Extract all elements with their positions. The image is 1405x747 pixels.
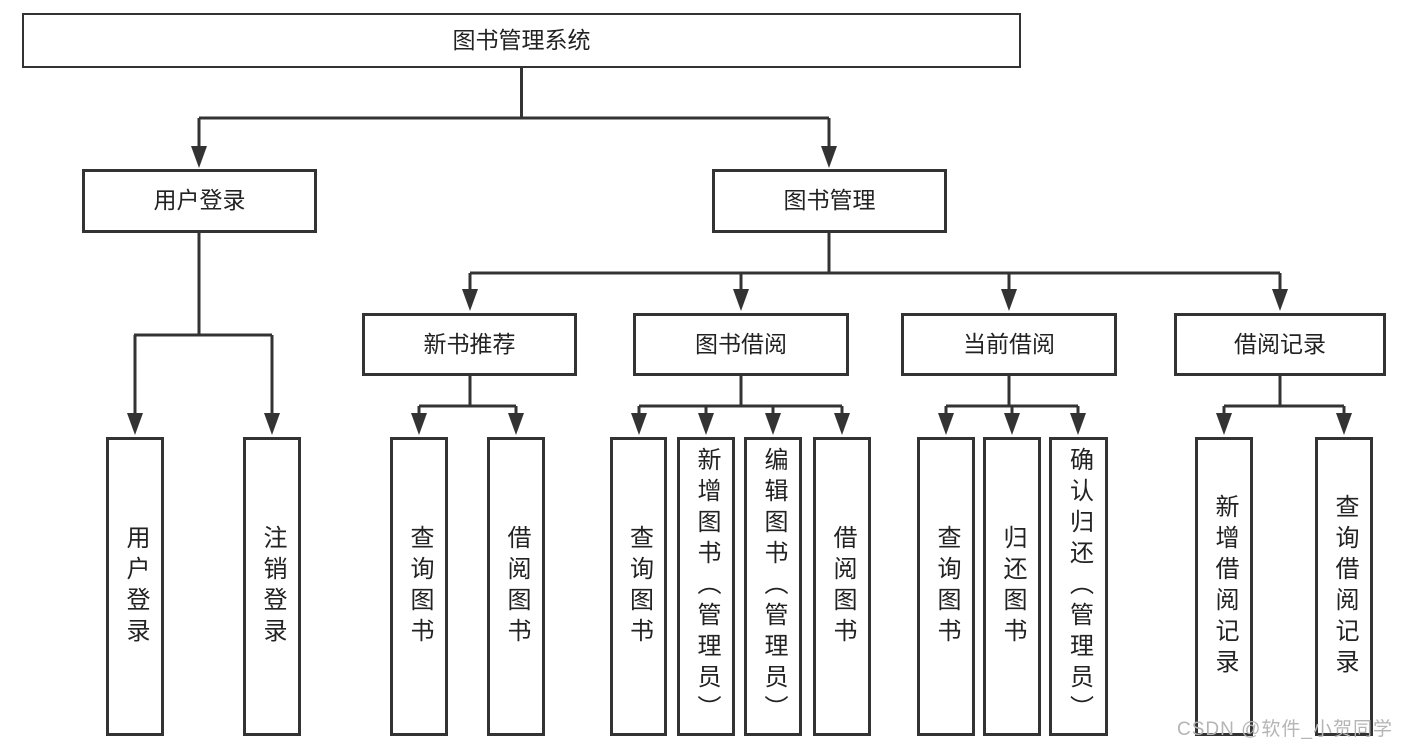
leaf-user-login: 用户登录 [106, 437, 164, 736]
leaf-borrowing-borrow-books: 借阅图书 [813, 437, 871, 736]
leaf-records-query-borrow-record: 查询借阅记录 [1315, 437, 1373, 736]
leaf-borrowing-edit-books-admin: 编辑图书（管理员） [744, 437, 802, 736]
watermark: CSDN @软件_小贺同学 [1177, 719, 1393, 740]
leaf-recommend-borrow-books: 借阅图书 [487, 437, 545, 736]
node-new-book-recommend: 新书推荐 [362, 313, 577, 376]
leaf-logout: 注销登录 [243, 437, 301, 736]
node-book-management: 图书管理 [712, 169, 947, 233]
node-current-borrowing: 当前借阅 [901, 313, 1117, 376]
arrowheads [127, 146, 1352, 435]
connector-rails [133, 68, 1346, 415]
leaf-current-query-books: 查询图书 [917, 437, 975, 736]
leaf-current-return-books: 归还图书 [983, 437, 1041, 736]
node-user-login: 用户登录 [82, 169, 317, 233]
leaf-borrowing-query-books: 查询图书 [610, 437, 667, 736]
node-book-borrowing: 图书借阅 [633, 313, 849, 376]
leaf-current-confirm-return-admin: 确认归还（管理员） [1049, 437, 1108, 736]
leaf-borrowing-add-books-admin: 新增图书（管理员） [677, 437, 735, 736]
leaf-records-add-borrow-record: 新增借阅记录 [1195, 437, 1253, 736]
node-borrowing-records: 借阅记录 [1174, 313, 1386, 376]
node-root-book-management-system: 图书管理系统 [22, 13, 1021, 68]
leaf-recommend-query-books: 查询图书 [390, 437, 448, 736]
